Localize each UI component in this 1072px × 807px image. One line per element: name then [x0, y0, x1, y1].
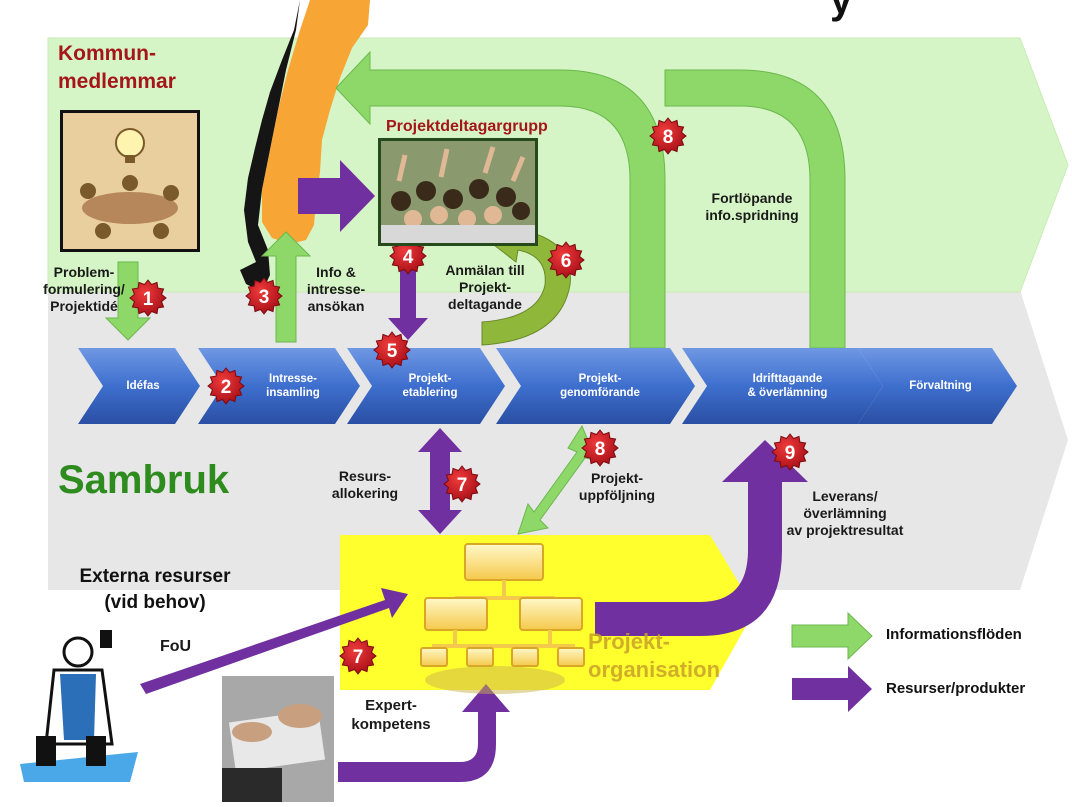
- step-badge: 7: [443, 465, 481, 503]
- label-leverans: Leverans/ överlämning av projektresultat: [786, 488, 904, 538]
- resource-arrow-allokering: [418, 428, 462, 534]
- legend-info-label: Informationsflöden: [886, 626, 1022, 643]
- legend-resource-arrow: [792, 666, 872, 712]
- process-step-idefas: Idéfas: [126, 380, 160, 392]
- step-badge-number: 5: [387, 341, 398, 362]
- step-badge: 9: [771, 433, 809, 471]
- step-badge: 5: [373, 331, 411, 369]
- process-step-genomforande-shape: [496, 348, 695, 424]
- process-step-forvaltning: Förvaltning: [909, 380, 972, 392]
- label-uppfoljning: Projekt- uppföljning: [578, 470, 656, 503]
- externa-title: Externa resurser (vid behov): [79, 566, 231, 613]
- resource-arrow-etablering: [388, 270, 428, 340]
- resource-arrow-leverans: [595, 440, 808, 636]
- step-badge-number: 2: [221, 377, 232, 398]
- sambruk-title: Sambruk: [58, 458, 230, 502]
- process-step-forvaltning-shape: [858, 348, 1017, 424]
- resource-arrow-to-group: [298, 160, 375, 232]
- step-badge-number: 1: [143, 289, 154, 310]
- step-badge-number: 3: [259, 287, 270, 308]
- title-fragment: y: [830, 0, 853, 22]
- step-badge-number: 8: [595, 439, 606, 460]
- step-badge-number: 4: [403, 247, 414, 268]
- info-arrow-problem: [104, 261, 152, 341]
- step-badge: 8: [581, 429, 619, 467]
- step-badge: 6: [547, 241, 585, 279]
- label-expert: Expert- kompetens: [351, 697, 431, 733]
- expert-photo: [222, 676, 334, 802]
- step-badge-number: 8: [663, 127, 674, 148]
- org-chart-icon: [420, 543, 585, 694]
- label-anmalan: Anmälan till Projekt- deltagande: [445, 262, 525, 312]
- label-problem: Problem- formulering/ Projektidé: [43, 264, 125, 314]
- step-badge: 7: [339, 637, 377, 675]
- step-badge: 3: [245, 277, 283, 315]
- process-step-intresse-shape: [198, 348, 360, 424]
- resource-arrow-expert: [338, 684, 510, 782]
- process-step-idefas-shape: [78, 348, 200, 424]
- info-arrow-intresse: [260, 231, 312, 343]
- step-badges: 1 2 3 4 5 6 7 7 8 8 9: [129, 117, 809, 675]
- info-arrow-uppfoljning: [517, 424, 597, 535]
- process-step-etablering-shape: [347, 348, 505, 424]
- scientist-image: [20, 624, 140, 782]
- label-resurs: Resurs- allokering: [331, 468, 399, 501]
- step-badge-number: 9: [785, 443, 796, 464]
- step-badge-number: 7: [457, 475, 468, 496]
- label-info: Info & intresse- ansökan: [306, 264, 366, 314]
- process-step-etablering: Projekt- etablering: [402, 373, 458, 399]
- step-badge: 1: [129, 279, 167, 317]
- group-photo: [378, 138, 538, 246]
- info-arrow-spridning-right: [664, 69, 846, 349]
- step-badge-number: 7: [353, 647, 364, 668]
- kommun-title: Kommun- medlemmar: [58, 42, 176, 93]
- step-badge: 4: [389, 237, 427, 275]
- label-fou: FoU: [160, 638, 192, 655]
- process-step-genomforande: Projekt- genomförande: [560, 373, 640, 399]
- step-badge: 8: [649, 117, 687, 155]
- label-fortlopande: Fortlöpande info.spridning: [705, 190, 799, 223]
- projektorg-title: Projekt- organisation: [588, 629, 721, 682]
- process-step-idrift-shape: [682, 348, 883, 424]
- deltagargrupp-title: Projektdeltagargrupp: [386, 118, 548, 135]
- kommun-meeting-image: [60, 110, 200, 252]
- process-step-idrift: Idrifttagande & överlämning: [747, 373, 828, 399]
- legend-info-arrow: [791, 611, 873, 661]
- process-step-intresse: Intresse- insamling: [266, 373, 320, 399]
- sweden-map-dark: [240, 0, 300, 292]
- step-badge: 2: [207, 367, 245, 405]
- legend-resource-label: Resurser/produkter: [886, 680, 1026, 697]
- process-chevrons: [78, 348, 1017, 424]
- sweden-map: [262, 0, 370, 244]
- step-badge-number: 6: [561, 251, 572, 272]
- resource-arrow-fou: [140, 588, 408, 694]
